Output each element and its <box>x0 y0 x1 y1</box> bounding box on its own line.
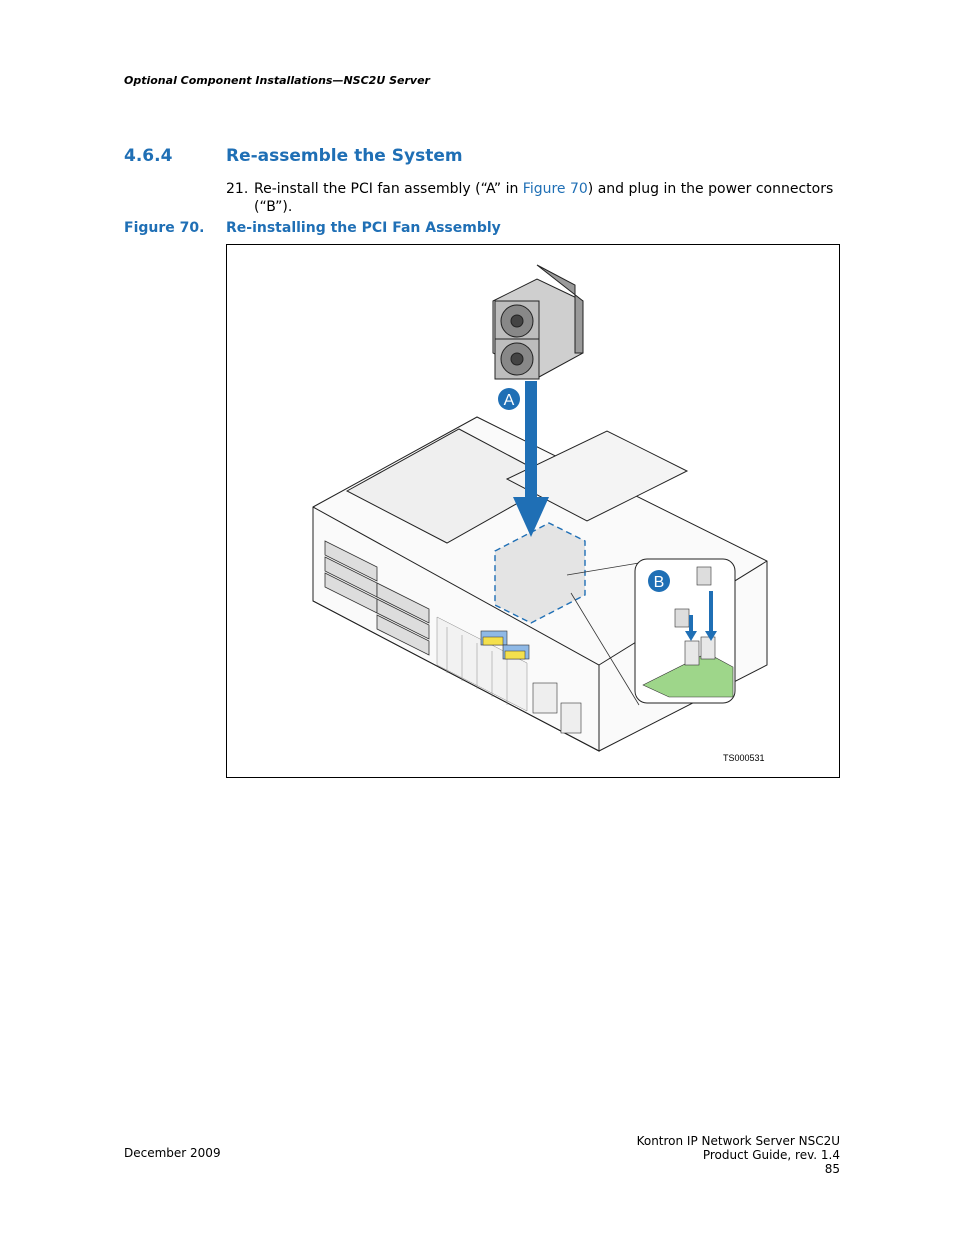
section-heading: 4.6.4 Re-assemble the System <box>124 146 463 166</box>
section-title: Re-assemble the System <box>226 146 463 166</box>
step-text-before: Re-install the PCI fan assembly (“A” in <box>254 181 523 197</box>
front-grille <box>436 616 528 712</box>
arrow-a <box>513 381 549 537</box>
step-21: 21. Re-install the PCI fan assembly (“A”… <box>226 180 846 216</box>
step-text: Re-install the PCI fan assembly (“A” in … <box>254 180 846 216</box>
rear-ports <box>532 682 582 734</box>
zoom-lines <box>566 562 640 706</box>
callout-a-label: A <box>504 392 515 409</box>
figure-number: Figure 70. <box>124 220 205 236</box>
figure-70: A B TS000531 <box>226 244 840 778</box>
server-illustration: A B <box>312 264 768 752</box>
footer-date: December 2009 <box>124 1146 221 1160</box>
footer-product: Kontron IP Network Server NSC2U <box>636 1134 840 1148</box>
figure-caption: Figure 70. Re-installing the PCI Fan Asse… <box>124 220 501 236</box>
figure-title: Re-installing the PCI Fan Assembly <box>226 220 501 236</box>
detail-inset <box>634 558 736 704</box>
footer-page-number: 85 <box>824 1162 840 1176</box>
callout-b: B <box>648 570 670 592</box>
figure-image-id: TS000531 <box>723 753 765 763</box>
front-connectors <box>480 630 530 660</box>
fan-target-outline <box>494 522 586 624</box>
callout-b-label: B <box>654 574 665 591</box>
step-number: 21. <box>226 181 249 197</box>
callout-a: A <box>498 388 520 410</box>
running-header: Optional Component Installations—NSC2U S… <box>124 74 430 87</box>
section-number: 4.6.4 <box>124 146 173 166</box>
footer-info: Kontron IP Network Server NSC2U Product … <box>637 1134 840 1176</box>
footer-guide: Product Guide, rev. 1.4 <box>702 1148 840 1162</box>
figure-link[interactable]: Figure 70 <box>522 181 588 197</box>
drive-bays <box>324 540 430 656</box>
step-text-after: ) and plug in the power connectors (“B”)… <box>254 181 834 215</box>
fan-assembly <box>492 264 584 380</box>
